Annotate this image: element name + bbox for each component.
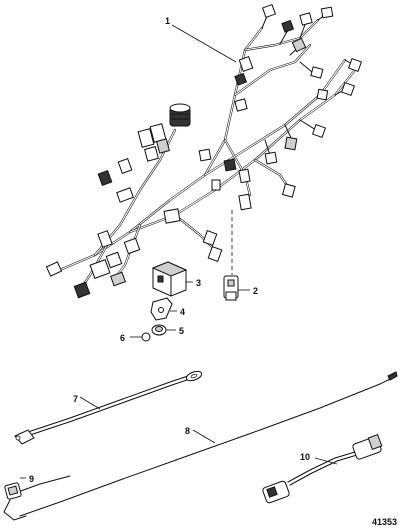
item-2-connector <box>223 275 239 301</box>
callout-8: 8 <box>185 426 216 444</box>
figure-number: 41353 <box>372 517 397 527</box>
callout-9: 9 <box>20 474 34 484</box>
item-10-adapter-harness <box>262 434 383 504</box>
main-engine-harness <box>45 3 363 299</box>
item-3-relay <box>151 261 188 297</box>
callout-3: 3 <box>186 278 201 288</box>
cylindrical-sensor <box>169 103 191 127</box>
item-6-plug <box>141 332 151 342</box>
callout-label-8: 8 <box>185 426 190 436</box>
callout-label-5: 5 <box>179 326 184 336</box>
item-5-grommet <box>151 324 167 336</box>
callout-6: 6 <box>120 333 142 343</box>
callout-label-7: 7 <box>73 394 78 404</box>
callout-5: 5 <box>166 326 184 336</box>
item-4-bracket <box>150 297 173 321</box>
callout-label-6: 6 <box>120 333 125 343</box>
callout-label-2: 2 <box>253 286 258 296</box>
item-7-ground-cable <box>14 370 203 445</box>
callout-1: 1 <box>165 16 237 63</box>
callout-label-10: 10 <box>300 452 310 462</box>
item-8-long-cable <box>19 371 398 517</box>
callout-10: 10 <box>300 452 338 465</box>
callout-label-4: 4 <box>180 307 185 317</box>
callout-7: 7 <box>73 394 101 410</box>
callout-label-9: 9 <box>29 474 34 484</box>
callout-label-3: 3 <box>196 278 201 288</box>
item-9-fuse-holder <box>3 475 71 521</box>
callout-label-1: 1 <box>165 16 170 26</box>
callout-2: 2 <box>238 286 258 296</box>
callout-4: 4 <box>170 307 185 317</box>
